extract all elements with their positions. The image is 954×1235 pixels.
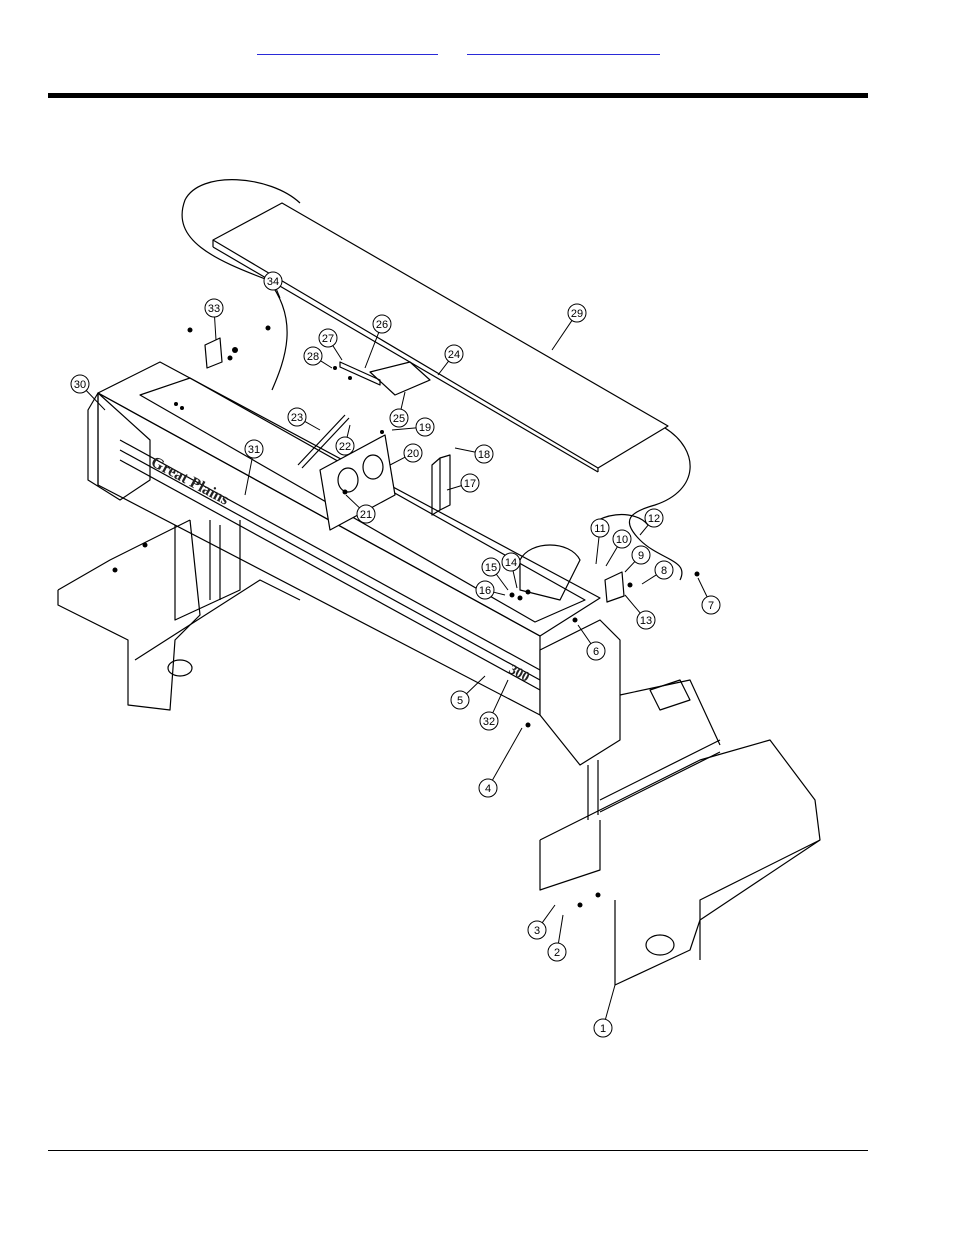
- callout-leader: [542, 905, 555, 923]
- callout-leader: [365, 332, 379, 368]
- callout-leader: [401, 392, 405, 409]
- callout-label: 6: [593, 646, 599, 658]
- callout-25: 25: [390, 392, 408, 427]
- callout-label: 2: [554, 947, 560, 959]
- callout-leader: [492, 728, 522, 780]
- callout-label: 7: [708, 600, 714, 612]
- callout-leader: [347, 425, 350, 437]
- callout-leader: [305, 421, 320, 430]
- callout-34: 34: [264, 272, 282, 298]
- callout-label: 31: [248, 444, 260, 456]
- callout-label: 12: [648, 513, 660, 525]
- callout-label: 27: [322, 333, 334, 345]
- callout-label: 30: [74, 379, 86, 391]
- callout-label: 24: [448, 349, 460, 361]
- callout-11: 11: [591, 519, 609, 564]
- callout-23: 23: [288, 408, 320, 430]
- callout-28: 28: [304, 347, 332, 368]
- callout-leader: [392, 428, 416, 430]
- callout-label: 34: [267, 276, 279, 288]
- callout-leader: [390, 457, 405, 465]
- callout-leader: [215, 317, 216, 340]
- callout-33: 33: [205, 299, 223, 340]
- callout-label: 11: [594, 523, 605, 535]
- callout-12: 12: [640, 509, 663, 535]
- callout-leader: [625, 595, 640, 613]
- exploded-view-drawing: Great Plains 300 12345678910111213141516…: [48, 168, 830, 1060]
- callout-3: 3: [528, 905, 555, 939]
- callout-leader: [698, 578, 707, 597]
- callout-label: 33: [208, 303, 220, 315]
- callout-17: 17: [447, 474, 479, 492]
- nav-link-contents[interactable]: [257, 38, 438, 55]
- callout-label: 15: [485, 562, 497, 574]
- callout-label: 10: [616, 534, 628, 546]
- callout-label: 16: [479, 585, 491, 597]
- callout-label: 18: [478, 449, 490, 461]
- callout-label: 29: [571, 308, 583, 320]
- callout-leader: [642, 575, 656, 584]
- callout-label: 8: [661, 565, 667, 577]
- callout-10: 10: [606, 530, 631, 566]
- callout-label: 13: [640, 615, 652, 627]
- callout-29: 29: [552, 304, 586, 350]
- callout-leader: [447, 486, 461, 490]
- callout-label: 32: [483, 716, 495, 728]
- callout-leader: [605, 985, 615, 1019]
- callout-leader: [493, 680, 508, 713]
- callout-leader: [321, 361, 332, 368]
- callout-leader: [596, 537, 599, 564]
- model-text: 300: [506, 662, 532, 685]
- callout-leader: [455, 448, 475, 452]
- callout-label: 20: [407, 448, 419, 460]
- callout-leader: [558, 915, 563, 943]
- callout-label: 21: [360, 509, 372, 521]
- callout-5: 5: [451, 676, 485, 709]
- callout-leader: [640, 525, 648, 535]
- nav-link-index[interactable]: [467, 38, 660, 55]
- callout-label: 14: [505, 557, 517, 569]
- callout-1: 1: [594, 985, 615, 1037]
- drawing-linework: [58, 180, 820, 985]
- callout-18: 18: [455, 445, 493, 463]
- callout-label: 19: [419, 422, 431, 434]
- callout-label: 22: [339, 441, 351, 453]
- callout-label: 9: [638, 550, 644, 562]
- header-rule: [48, 93, 868, 98]
- callout-32: 32: [480, 680, 508, 730]
- callout-20: 20: [390, 444, 422, 465]
- callout-leader: [552, 320, 572, 350]
- callout-label: 3: [534, 925, 540, 937]
- callout-label: 4: [485, 783, 491, 795]
- callout-9: 9: [625, 546, 650, 572]
- callout-4: 4: [479, 728, 522, 797]
- top-navigation: [0, 38, 954, 58]
- brand-text: Great Plains: [148, 454, 231, 509]
- callout-label: 25: [393, 413, 405, 425]
- callout-label: 26: [376, 319, 388, 331]
- callout-7: 7: [698, 578, 720, 614]
- footer-rule: [48, 1150, 868, 1151]
- callout-13: 13: [625, 595, 655, 629]
- callout-leader: [606, 547, 617, 566]
- callout-leader: [333, 346, 342, 360]
- callout-label: 17: [464, 478, 476, 490]
- callout-label: 5: [457, 695, 463, 707]
- callout-label: 28: [307, 351, 319, 363]
- callout-2: 2: [548, 915, 566, 961]
- callout-label: 23: [291, 412, 303, 424]
- callout-8: 8: [642, 561, 673, 584]
- callout-label: 1: [600, 1023, 606, 1035]
- callout-leader: [625, 562, 635, 572]
